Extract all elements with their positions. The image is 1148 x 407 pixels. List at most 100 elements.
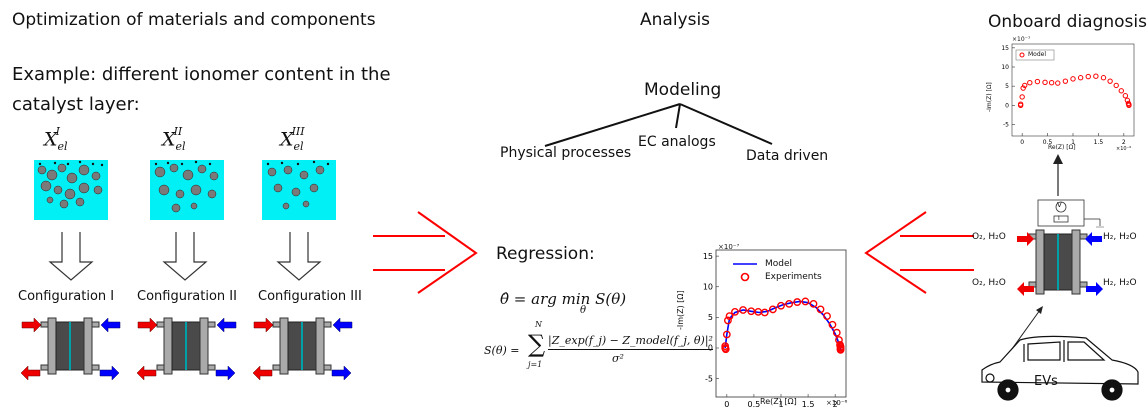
measurement-circuit — [1037, 199, 1104, 228]
data-point — [1020, 85, 1026, 91]
example-text-line2: catalyst layer: — [12, 94, 140, 115]
y-tick-label: 10 — [703, 282, 713, 291]
branch-physical-processes: Physical processes — [500, 145, 632, 161]
chart-right-ylabel: -Im(Z) [Ω] — [986, 82, 993, 112]
data-point — [724, 316, 732, 325]
y-tick-label: 10 — [1001, 64, 1009, 71]
data-point — [793, 298, 802, 306]
x-tick-label: 0.5 — [1043, 139, 1053, 146]
data-point — [1085, 73, 1091, 80]
config-symbol-2: XelII — [162, 125, 186, 154]
y-tick-label: 5 — [708, 313, 713, 322]
y-tick-label: 0 — [1005, 102, 1009, 109]
data-point — [1070, 76, 1076, 82]
equation-s-theta-lhs: S(θ) = — [484, 344, 520, 357]
x-tick-label: 1 — [778, 400, 783, 407]
legend-marker-model-right — [1019, 52, 1025, 58]
x-tick-label: 1 — [1071, 139, 1075, 146]
x-tick-label: 0.5 — [748, 400, 761, 407]
gas-label-h2-bottom: H₂, H₂O — [1103, 278, 1137, 288]
data-point — [731, 307, 739, 316]
evs-label: EVs — [1034, 374, 1058, 389]
section-title-analysis: Analysis — [640, 10, 711, 30]
chart-center-xlabel: Re(Z) [Ω] — [760, 397, 797, 406]
meter-i-label: I — [1058, 215, 1060, 222]
data-point — [1126, 102, 1132, 109]
regression-label: Regression: — [496, 244, 595, 264]
data-point — [1093, 73, 1099, 79]
section-title-onboard: Onboard diagnosis: — [988, 12, 1148, 32]
chart-right-y-exponent: ×10⁻⁷ — [1012, 36, 1031, 43]
y-tick-label: -5 — [1003, 122, 1009, 129]
data-point — [1027, 80, 1033, 86]
meter-v-label: V — [1057, 201, 1062, 209]
legend-label-model-right: Model — [1028, 51, 1047, 58]
gas-label-o2-top: O₂, H₂O — [972, 232, 1006, 242]
config-symbol-3: XelIII — [280, 125, 305, 154]
gas-label-o2-bottom: O₂, H₂O — [972, 278, 1006, 288]
data-point — [722, 330, 731, 339]
data-point — [739, 306, 747, 314]
x-tick-label: 1.5 — [1094, 139, 1104, 146]
section-title-optimization: Optimization of materials and components — [12, 10, 376, 30]
equation-denominator: σ² — [612, 352, 624, 365]
data-point — [1048, 80, 1055, 86]
data-point — [725, 312, 734, 321]
data-point — [832, 328, 841, 337]
car-icon — [981, 335, 1139, 401]
chart-center-y-exponent: ×10⁻⁷ — [718, 243, 740, 251]
x-tick-label: 0 — [724, 400, 729, 407]
data-point — [823, 312, 831, 321]
data-point — [1042, 79, 1048, 86]
data-point — [836, 345, 845, 354]
data-point — [721, 345, 730, 354]
modeling-label: Modeling — [644, 80, 722, 100]
x-tick-label: 0 — [1020, 139, 1024, 146]
chart-center-ylabel: -Im(Z) [Ω] — [676, 290, 685, 330]
x-tick-label: 2 — [833, 400, 838, 407]
chart-right-x-exponent: ×10⁻⁶ — [1116, 146, 1132, 152]
x-tick-label: 1.5 — [802, 400, 815, 407]
data-point — [785, 299, 794, 308]
data-point — [1034, 78, 1041, 85]
gas-label-h2-top: H₂, H₂O — [1103, 232, 1137, 242]
modeling-tree-lines — [544, 103, 773, 147]
x-tick-label: 2 — [1122, 139, 1126, 146]
data-point — [1077, 75, 1084, 81]
config-label-1: Configuration I — [18, 289, 115, 304]
catalyst-box-2 — [150, 160, 224, 220]
legend-label-model: Model — [765, 259, 793, 269]
equation-argmin: θ̂ = arg min S(θ) — [500, 290, 627, 308]
example-text-line1: Example: different ionomer content in th… — [12, 64, 391, 85]
legend-box-right — [1015, 49, 1055, 61]
catalyst-box-3 — [262, 160, 336, 220]
up-arrow-to-chart — [1053, 154, 1063, 196]
fuel-cell-icon-3 — [252, 317, 353, 381]
chevron-arrow-left — [373, 211, 478, 294]
branch-ec-analogs: EC analogs — [638, 134, 716, 150]
config-label-2: Configuration II — [137, 289, 237, 304]
catalyst-box-1 — [34, 160, 108, 220]
data-point — [1100, 75, 1107, 81]
y-tick-label: 15 — [703, 252, 713, 261]
chart-center-x-exponent: ×10⁻⁶ — [826, 399, 848, 407]
y-tick-label: -5 — [705, 374, 713, 383]
data-point — [1019, 94, 1025, 100]
equation-sum-sign: ∑ — [528, 330, 546, 358]
data-point — [1113, 82, 1119, 89]
data-point — [1022, 82, 1028, 89]
config-symbol-1: XelI — [44, 125, 68, 154]
data-point — [809, 299, 818, 308]
data-point — [1017, 102, 1024, 109]
data-point — [1118, 88, 1124, 94]
down-arrows-left — [48, 232, 322, 281]
equation-argmin-sub: θ — [580, 305, 587, 316]
chart-right-xlabel: Re(Z) [Ω] — [1048, 144, 1076, 151]
fuel-cell-icon-2 — [136, 317, 237, 381]
data-point — [777, 301, 785, 310]
data-point — [768, 305, 777, 314]
equation-numerator: |Z_exp(f_j) − Z_model(f_j, θ)|² — [548, 334, 713, 350]
